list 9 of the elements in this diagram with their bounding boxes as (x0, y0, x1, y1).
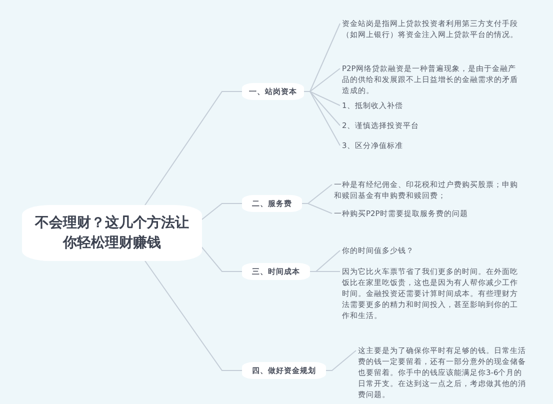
connector-line (326, 350, 356, 371)
connector-line (304, 91, 340, 146)
connector-line (200, 203, 242, 222)
connector-line (310, 271, 340, 272)
connector-line (302, 203, 332, 214)
title-box: 不会理财？这几个方法让你轻松理财赚钱 (22, 205, 202, 261)
connector-line (144, 91, 242, 206)
connector-line (200, 244, 242, 272)
connector-line (144, 260, 242, 371)
